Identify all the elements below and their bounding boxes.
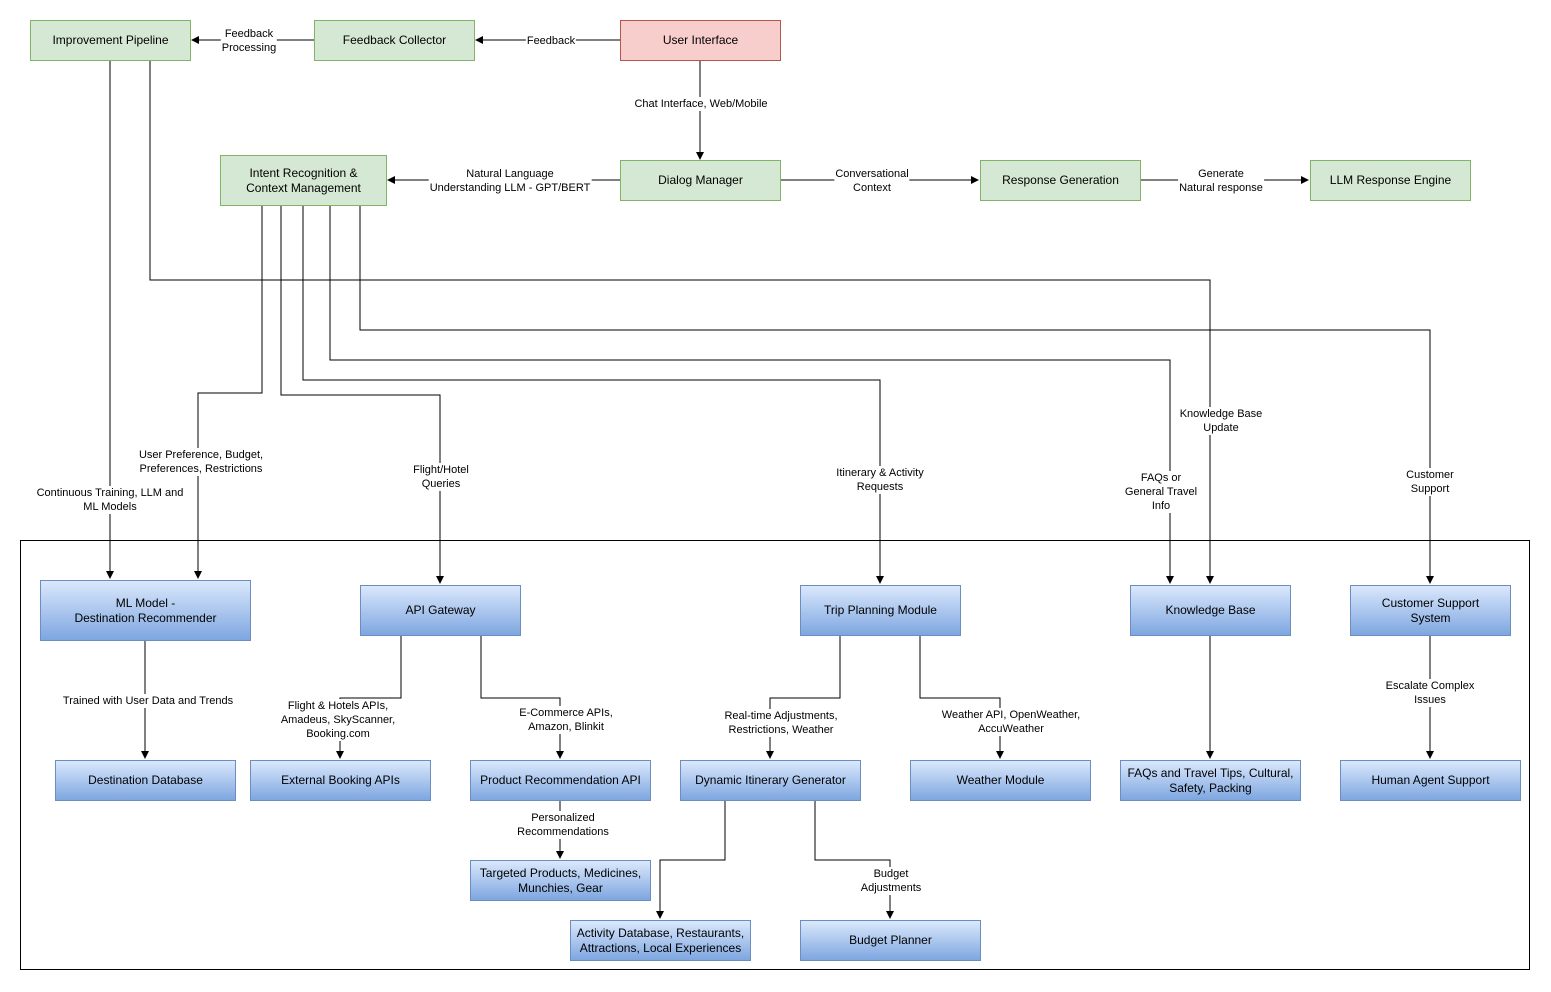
user-interface-label: User Interface	[662, 33, 739, 47]
edge-label-nlu: Natural Language Understanding LLM - GPT…	[428, 167, 592, 195]
budget-planner-label: Budget Planner	[849, 933, 932, 947]
llm-response-engine-label: LLM Response Engine	[1329, 173, 1452, 187]
dynamic-itinerary-generator-label: Dynamic Itinerary Generator	[695, 773, 846, 787]
edge-pipeline-to-knowledge-base	[149, 61, 1214, 584]
edge-label-user-preference: User Preference, Budget, Preferences, Re…	[137, 448, 265, 476]
faqs-travel-tips-node[interactable]: FAQs and Travel Tips, Cultural, Safety, …	[1120, 760, 1301, 801]
feedback-collector-label: Feedback Collector	[342, 33, 447, 47]
edge-label-itinerary-requests: Itinerary & Activity Requests	[835, 466, 925, 494]
human-agent-support-node[interactable]: Human Agent Support	[1340, 760, 1521, 801]
feedback-collector-node[interactable]: Feedback Collector	[314, 20, 475, 61]
destination-database-node[interactable]: Destination Database	[55, 760, 236, 801]
edge-label-weather-api: Weather API, OpenWeather, AccuWeather	[940, 708, 1082, 736]
edge-intent-to-ml-model	[194, 206, 263, 579]
weather-module-node[interactable]: Weather Module	[910, 760, 1091, 801]
ml-model-label: ML Model - Destination Recommender	[74, 595, 217, 625]
edge-label-customer-support: Customer Support	[1405, 468, 1455, 496]
edge-label-trained-with: Trained with User Data and Trends	[61, 694, 235, 708]
edge-intent-to-knowledge-base	[329, 206, 1174, 584]
edge-label-flight-hotels-apis: Flight & Hotels APIs, Amadeus, SkyScanne…	[279, 699, 397, 741]
edge-intent-to-customer-support	[359, 206, 1434, 584]
ml-model-node[interactable]: ML Model - Destination Recommender	[40, 580, 251, 641]
edge-label-feedback: Feedback	[525, 34, 577, 48]
edge-label-escalate: Escalate Complex Issues	[1369, 679, 1491, 707]
trip-planning-label: Trip Planning Module	[824, 603, 937, 617]
external-booking-apis-label: External Booking APIs	[281, 773, 400, 787]
destination-database-label: Destination Database	[88, 773, 203, 787]
api-gateway-node[interactable]: API Gateway	[360, 585, 521, 636]
response-generation-label: Response Generation	[1002, 173, 1119, 187]
dialog-manager-label: Dialog Manager	[658, 173, 743, 187]
human-agent-support-label: Human Agent Support	[1371, 773, 1490, 787]
response-generation-node[interactable]: Response Generation	[980, 160, 1141, 201]
edge-label-faqs-general: FAQs or General Travel Info	[1123, 471, 1199, 513]
product-recommendation-api-label: Product Recommendation API	[480, 773, 641, 787]
faqs-travel-tips-label: FAQs and Travel Tips, Cultural, Safety, …	[1127, 765, 1294, 795]
budget-planner-node[interactable]: Budget Planner	[800, 920, 981, 961]
edge-label-realtime-adjustments: Real-time Adjustments, Restrictions, Wea…	[723, 709, 839, 737]
edge-label-personalized: Personalized Recommendations	[516, 811, 610, 839]
targeted-products-label: Targeted Products, Medicines, Munchies, …	[479, 865, 642, 895]
intent-recognition-label: Intent Recognition & Context Management	[246, 165, 361, 195]
llm-response-engine-node[interactable]: LLM Response Engine	[1310, 160, 1471, 201]
weather-module-label: Weather Module	[956, 773, 1045, 787]
edge-label-continuous-training: Continuous Training, LLM and ML Models	[35, 486, 185, 514]
edge-label-kb-update: Knowledge Base Update	[1178, 407, 1264, 435]
edge-label-chat-interface: Chat Interface, Web/Mobile	[633, 97, 769, 111]
activity-database-node[interactable]: Activity Database, Restaurants, Attracti…	[570, 920, 751, 961]
edge-label-generate-natural: Generate Natural response	[1178, 167, 1264, 195]
knowledge-base-label: Knowledge Base	[1165, 603, 1256, 617]
services-boundary	[20, 540, 1530, 970]
edge-label-flight-hotel-queries: Flight/Hotel Queries	[412, 463, 470, 491]
dynamic-itinerary-generator-node[interactable]: Dynamic Itinerary Generator	[680, 760, 861, 801]
api-gateway-label: API Gateway	[405, 603, 476, 617]
external-booking-apis-node[interactable]: External Booking APIs	[250, 760, 431, 801]
targeted-products-node[interactable]: Targeted Products, Medicines, Munchies, …	[470, 860, 651, 901]
activity-database-label: Activity Database, Restaurants, Attracti…	[576, 925, 745, 955]
intent-recognition-node[interactable]: Intent Recognition & Context Management	[220, 155, 387, 206]
knowledge-base-node[interactable]: Knowledge Base	[1130, 585, 1291, 636]
improvement-pipeline-label: Improvement Pipeline	[52, 33, 169, 47]
edge-label-ecommerce-apis: E-Commerce APIs, Amazon, Blinkit	[518, 706, 614, 734]
user-interface-node[interactable]: User Interface	[620, 20, 781, 61]
edge-label-feedback-processing: Feedback Processing	[220, 27, 278, 55]
improvement-pipeline-node[interactable]: Improvement Pipeline	[30, 20, 191, 61]
edge-itinerary-to-activity-db	[656, 801, 726, 919]
customer-support-system-label: Customer Support System	[1381, 595, 1480, 625]
dialog-manager-node[interactable]: Dialog Manager	[620, 160, 781, 201]
trip-planning-node[interactable]: Trip Planning Module	[800, 585, 961, 636]
edge-label-conversational-context: Conversational Context	[834, 167, 910, 195]
customer-support-system-node[interactable]: Customer Support System	[1350, 585, 1511, 636]
edge-label-budget-adjustments: Budget Adjustments	[859, 867, 923, 895]
product-recommendation-api-node[interactable]: Product Recommendation API	[470, 760, 651, 801]
